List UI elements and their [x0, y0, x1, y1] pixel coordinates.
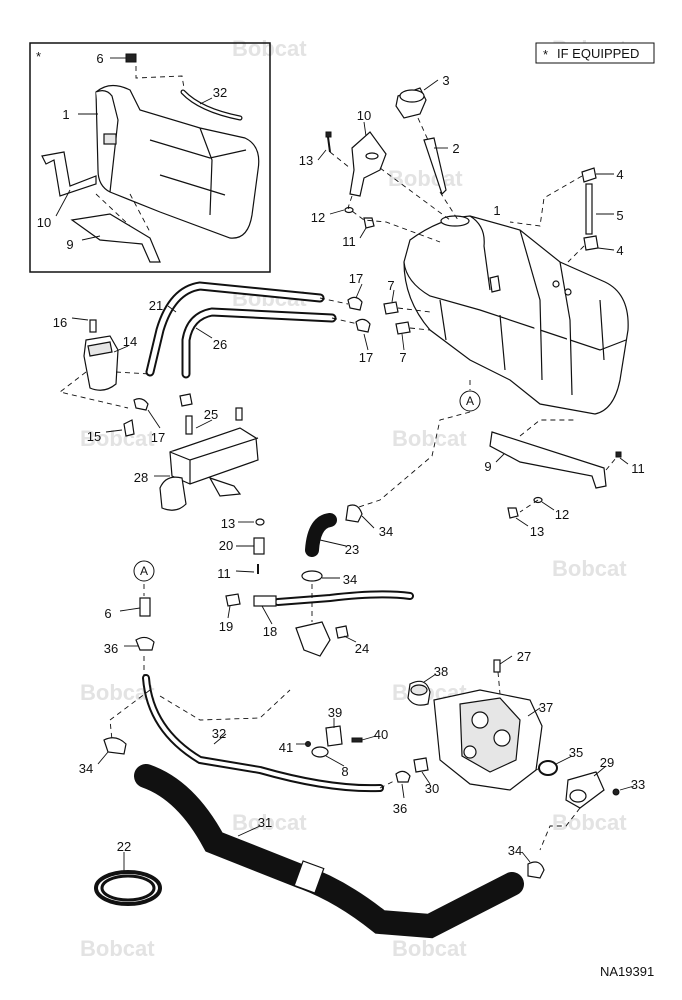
callout-35: 35 [569, 745, 583, 760]
elbow-hose [301, 504, 375, 582]
callout-13: 13 [221, 516, 235, 531]
callout-37: 37 [539, 700, 553, 715]
callout-13: 13 [299, 153, 313, 168]
callout-32: 32 [212, 726, 226, 741]
fuel-filter [58, 317, 193, 437]
supply-hose-32 [97, 584, 384, 793]
watermark: Bobcat [80, 936, 155, 961]
callout-11: 11 [631, 461, 645, 476]
watermark: Bobcat [552, 810, 627, 835]
callout-17: 17 [349, 271, 363, 286]
callout-4: 4 [616, 243, 623, 258]
fuel-manifold [154, 407, 259, 511]
watermark: Bobcat [392, 426, 467, 451]
callout-34: 34 [79, 761, 93, 776]
fuel-hose-31 [134, 764, 545, 939]
callout-34: 34 [379, 524, 393, 539]
callout-2: 2 [452, 141, 459, 156]
callout-22: 22 [117, 839, 131, 854]
inset-optional-tank: * [29, 42, 271, 273]
if-equipped-legend: * IF EQUIPPED [535, 42, 655, 64]
small-fittings-left [235, 518, 265, 574]
bracket-clamp-8 [296, 718, 377, 767]
callout-13: 13 [530, 524, 544, 539]
callout-27: 27 [517, 649, 531, 664]
callout-7: 7 [387, 278, 394, 293]
callout-7: 7 [399, 350, 406, 365]
callout-31: 31 [258, 815, 272, 830]
callout-20: 20 [219, 538, 233, 553]
fuel-tank [403, 215, 629, 415]
fuel-cap-and-gauge [395, 79, 459, 221]
callout-10: 10 [37, 215, 51, 230]
callout-10: 10 [357, 108, 371, 123]
callout-3: 3 [442, 73, 449, 88]
watermark-layer: Bobcat Bobcat Bobcat Bobcat Bobcat Bobca… [80, 36, 627, 961]
callout-29: 29 [600, 755, 614, 770]
callout-4: 4 [616, 167, 623, 182]
hose-coil-22 [94, 852, 162, 906]
callout-26: 26 [213, 337, 227, 352]
legend-text: IF EQUIPPED [557, 46, 639, 61]
callout-6: 6 [104, 606, 111, 621]
callout-33: 33 [631, 777, 645, 792]
ref-marker-circle [133, 560, 155, 582]
callout-19: 19 [219, 619, 233, 634]
drawing-number: NA19391 [600, 964, 654, 979]
return-hose [225, 584, 414, 657]
callout-1: 1 [62, 107, 69, 122]
callout-6: 6 [96, 51, 103, 66]
ref-marker-label: A [466, 394, 474, 408]
callout-1: 1 [493, 203, 500, 218]
ref-marker-circle [459, 390, 481, 412]
tank-bracket-upper [317, 121, 451, 243]
callout-24: 24 [355, 641, 369, 656]
pump-outlet-adapter [535, 755, 635, 851]
callout-38: 38 [434, 664, 448, 679]
ref-marker-label: A [140, 564, 148, 578]
callout-34: 34 [508, 843, 522, 858]
callout-28: 28 [134, 470, 148, 485]
callout-21: 21 [149, 298, 163, 313]
watermark: Bobcat [232, 810, 307, 835]
callout-9: 9 [66, 237, 73, 252]
callout-14: 14 [123, 334, 137, 349]
inset-star: * [36, 49, 41, 64]
callout-17: 17 [151, 430, 165, 445]
callout-11: 11 [342, 234, 356, 249]
callout-15: 15 [87, 429, 101, 444]
callout-9: 9 [484, 459, 491, 474]
ref-path-a [349, 380, 471, 511]
callout-34: 34 [343, 572, 357, 587]
fuel-hoses-upper [145, 281, 359, 379]
fuel-injection-pump [379, 655, 543, 799]
callout-32: 32 [213, 85, 227, 100]
watermark: Bobcat [388, 166, 463, 191]
watermark: Bobcat [552, 556, 627, 581]
callout-11: 11 [217, 566, 231, 581]
callout-36: 36 [393, 801, 407, 816]
vent-tube [509, 167, 615, 263]
callout-8: 8 [341, 764, 348, 779]
reference-markers: AA [133, 390, 481, 582]
callout-40: 40 [374, 727, 388, 742]
callout-41: 41 [279, 740, 293, 755]
callout-12: 12 [311, 210, 325, 225]
callout-36: 36 [104, 641, 118, 656]
callout-17: 17 [359, 350, 373, 365]
callout-23: 23 [345, 542, 359, 557]
callout-16: 16 [53, 315, 67, 330]
callout-30: 30 [425, 781, 439, 796]
watermark: Bobcat [392, 936, 467, 961]
callout-12: 12 [555, 507, 569, 522]
callout-5: 5 [616, 208, 623, 223]
legend-star: * [543, 47, 548, 62]
callout-25: 25 [204, 407, 218, 422]
tank-fittings [347, 283, 431, 351]
callout-18: 18 [263, 624, 277, 639]
callout-39: 39 [328, 705, 342, 720]
tank-bracket-lower [489, 419, 629, 527]
